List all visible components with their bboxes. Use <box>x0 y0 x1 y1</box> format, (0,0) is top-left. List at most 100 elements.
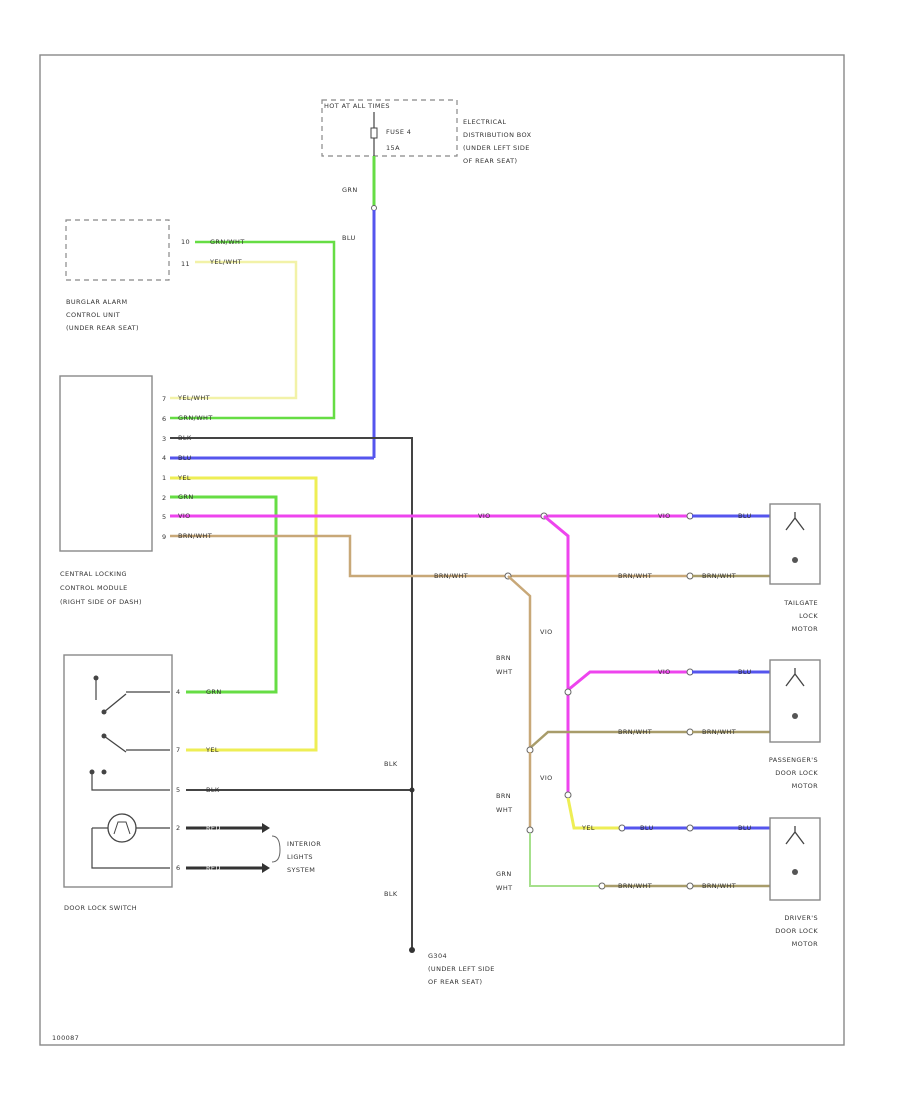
sw-pin-2: 2 <box>176 824 181 832</box>
connector-brn-wht-driver <box>686 882 694 890</box>
ba-pin-10: 10 <box>181 238 190 246</box>
passenger-motor-box <box>769 659 821 743</box>
dist-box-line-1: ELECTRICAL <box>463 118 506 126</box>
switch-contact-5 <box>101 769 107 775</box>
wire-label-grn-driver: GRN <box>496 870 512 878</box>
connector-vio-driver <box>564 791 572 799</box>
wire-label-brn-wht-passenger: BRN/WHT <box>618 728 652 736</box>
wire-vio-branch <box>543 514 570 795</box>
cl-pin-2: 2 <box>162 494 167 502</box>
ground-line-2: (UNDER LEFT SIDE <box>428 965 495 973</box>
wire-grn-wht-driver <box>529 833 600 887</box>
wire-label-grn-cl: GRN <box>178 493 194 501</box>
wire-label-grn-wht-cl: GRN/WHT <box>178 414 213 422</box>
wire-label-brn-wht-tail: BRN/WHT <box>618 572 652 580</box>
burglar-alarm-line-3: (UNDER REAR SEAT) <box>66 324 139 332</box>
ground-line-3: OF REAR SEAT) <box>428 978 482 986</box>
wire-label-vio-branch-2: VIO <box>540 774 553 782</box>
dist-box-line-2: DISTRIBUTION BOX <box>463 131 532 139</box>
burglar-alarm-line-1: BURGLAR ALARM <box>66 298 128 306</box>
ba-pin-11: 11 <box>181 260 190 268</box>
wire-label-blu-driver-1: BLU <box>640 824 654 832</box>
splice-blk <box>409 787 415 793</box>
wire-label-brn-wht-passenger-motor: BRN/WHT <box>702 728 736 736</box>
switch-contacts <box>89 675 170 791</box>
switch-arm-2 <box>103 735 127 753</box>
wire-label-grn-wht-alarm: GRN/WHT <box>210 238 245 246</box>
wire-label-yel-wht-alarm: YEL/WHT <box>209 258 242 266</box>
tailgate-label-3: MOTOR <box>792 625 818 633</box>
driver-door-lock-motor <box>769 817 821 901</box>
passenger-door-lock-motor <box>769 659 821 743</box>
driver-label-1: DRIVER'S <box>784 914 818 922</box>
hot-at-all-times-label: HOT AT ALL TIMES <box>324 102 390 110</box>
burglar-alarm-line-2: CONTROL UNIT <box>66 311 120 319</box>
wire-label-brn-wht-driver-2: BRN/WHT <box>702 882 736 890</box>
wire-label-vio-passenger: VIO <box>658 668 671 676</box>
wire-label-blk-lower: BLK <box>384 890 398 898</box>
interior-lights-bracket <box>271 835 281 863</box>
wire-brn-wht-branch <box>507 575 532 750</box>
diagram-frame <box>39 54 845 1046</box>
wire-label-blk-sw: BLK <box>206 786 220 794</box>
wire-blk-ground <box>170 437 413 950</box>
sw-pin-7: 7 <box>176 746 181 754</box>
wire-yel-switch <box>170 476 318 752</box>
tailgate-lock-motor <box>769 503 821 585</box>
interior-lights-line-3: SYSTEM <box>287 866 315 874</box>
passenger-label-1: PASSENGER'S <box>769 756 818 764</box>
wire-label-vio-branch-1: VIO <box>540 628 553 636</box>
wire-label-grn-sw: GRN <box>206 688 222 696</box>
central-locking-line-1: CENTRAL LOCKING <box>60 570 127 578</box>
driver-motor-icon <box>785 826 805 845</box>
connector-blu-driver <box>686 824 694 832</box>
cl-pin-9: 9 <box>162 533 167 541</box>
wire-label-brn-wht-tailgate: BRN/WHT <box>702 572 736 580</box>
sw-pin-6: 6 <box>176 864 181 872</box>
wire-label-red-2: RED <box>206 864 221 872</box>
driver-motor-box <box>769 817 821 901</box>
cl-pin-4: 4 <box>162 454 167 462</box>
cl-pin-3: 3 <box>162 435 167 443</box>
connector-fuse <box>371 205 377 211</box>
interior-lights-line-1: INTERIOR <box>287 840 321 848</box>
wire-label-yel-sw: YEL <box>205 746 219 754</box>
wire-label-brn-1: BRN <box>496 654 511 662</box>
cl-pin-6: 6 <box>162 415 167 423</box>
wire-label-wht-2: WHT <box>496 806 513 814</box>
burglar-alarm-outline <box>65 219 170 281</box>
distribution-box-outline <box>321 99 458 157</box>
wire-yel-wht-alarm <box>170 260 298 400</box>
driver-label-3: MOTOR <box>792 940 818 948</box>
wire-label-brn-2: BRN <box>496 792 511 800</box>
connector-brn-wht-lower <box>526 826 534 834</box>
tailgate-label-2: LOCK <box>799 612 818 620</box>
cl-pin-5: 5 <box>162 513 167 521</box>
passenger-motor-dot <box>792 713 798 719</box>
wire-label-yel-cl: YEL <box>177 474 191 482</box>
cl-pin-7: 7 <box>162 395 167 403</box>
door-lock-switch-box <box>63 654 173 888</box>
passenger-label-3: MOTOR <box>792 782 818 790</box>
passenger-motor-icon <box>785 668 805 687</box>
sw-pin-4: 4 <box>176 688 181 696</box>
dist-box-line-4: OF REAR SEAT) <box>463 157 517 165</box>
central-locking-line-2: CONTROL MODULE <box>60 584 128 592</box>
tailgate-motor-dot <box>792 557 798 563</box>
central-locking-module-box <box>59 375 153 552</box>
wire-grn-wht-alarm <box>170 240 336 420</box>
switch-lead-4 <box>91 772 170 791</box>
wire-label-vio-cl: VIO <box>178 512 191 520</box>
wire-label-red-1: RED <box>206 824 221 832</box>
lamp-return <box>91 828 170 869</box>
wire-yel-driver <box>566 797 620 830</box>
wire-grn-switch <box>170 495 278 694</box>
lamp-filament <box>113 821 131 835</box>
wire-label-wht-driver: WHT <box>496 884 513 892</box>
wire-label-blu-tailgate: BLU <box>738 512 752 520</box>
fuse-symbol <box>370 127 378 139</box>
wire-brn-wht-main <box>170 534 690 578</box>
wire-label-vio-tail: VIO <box>658 512 671 520</box>
driver-motor-dot <box>792 869 798 875</box>
